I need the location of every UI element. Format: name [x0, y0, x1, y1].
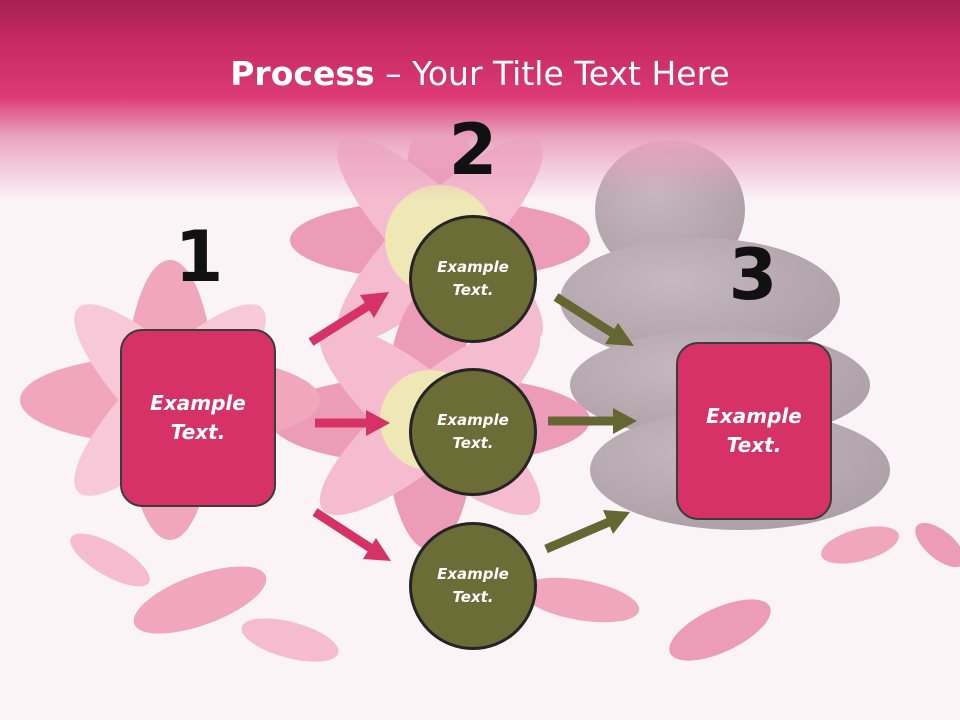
circle-top-text: Example Text. [437, 258, 509, 299]
right-box: Example Text. [676, 342, 832, 520]
step-number-1: 1 [174, 216, 224, 298]
left-box: Example Text. [120, 329, 276, 507]
arrow-olive-middle [548, 408, 637, 434]
step-number-2: 2 [448, 109, 498, 191]
petal [915, 522, 960, 568]
slide-title: Process – Your Title Text Here [0, 52, 960, 96]
arrow-olive-up [544, 510, 630, 554]
circle-middle-text: Example Text. [437, 411, 509, 452]
title-strong: Process [230, 54, 375, 93]
circle-bottom-text: Example Text. [437, 565, 509, 606]
petal [133, 566, 267, 634]
arrow-pink-middle [315, 410, 390, 436]
title-band [0, 0, 960, 200]
petal [520, 577, 640, 623]
arrow-pink-down [312, 508, 391, 561]
circle-middle: Example Text. [409, 368, 537, 496]
petal [669, 599, 771, 661]
step-number-3: 3 [728, 234, 778, 316]
circle-top: Example Text. [409, 215, 537, 343]
right-box-text: Example Text. [706, 404, 802, 457]
petal [70, 533, 150, 587]
circle-bottom: Example Text. [409, 522, 537, 650]
petal [241, 618, 339, 662]
left-box-text: Example Text. [150, 391, 246, 444]
stone [560, 238, 840, 362]
petal [821, 526, 899, 564]
arrow-olive-down [553, 293, 634, 346]
arrow-pink-up [308, 292, 389, 346]
title-rest: – Your Title Text Here [374, 54, 730, 93]
